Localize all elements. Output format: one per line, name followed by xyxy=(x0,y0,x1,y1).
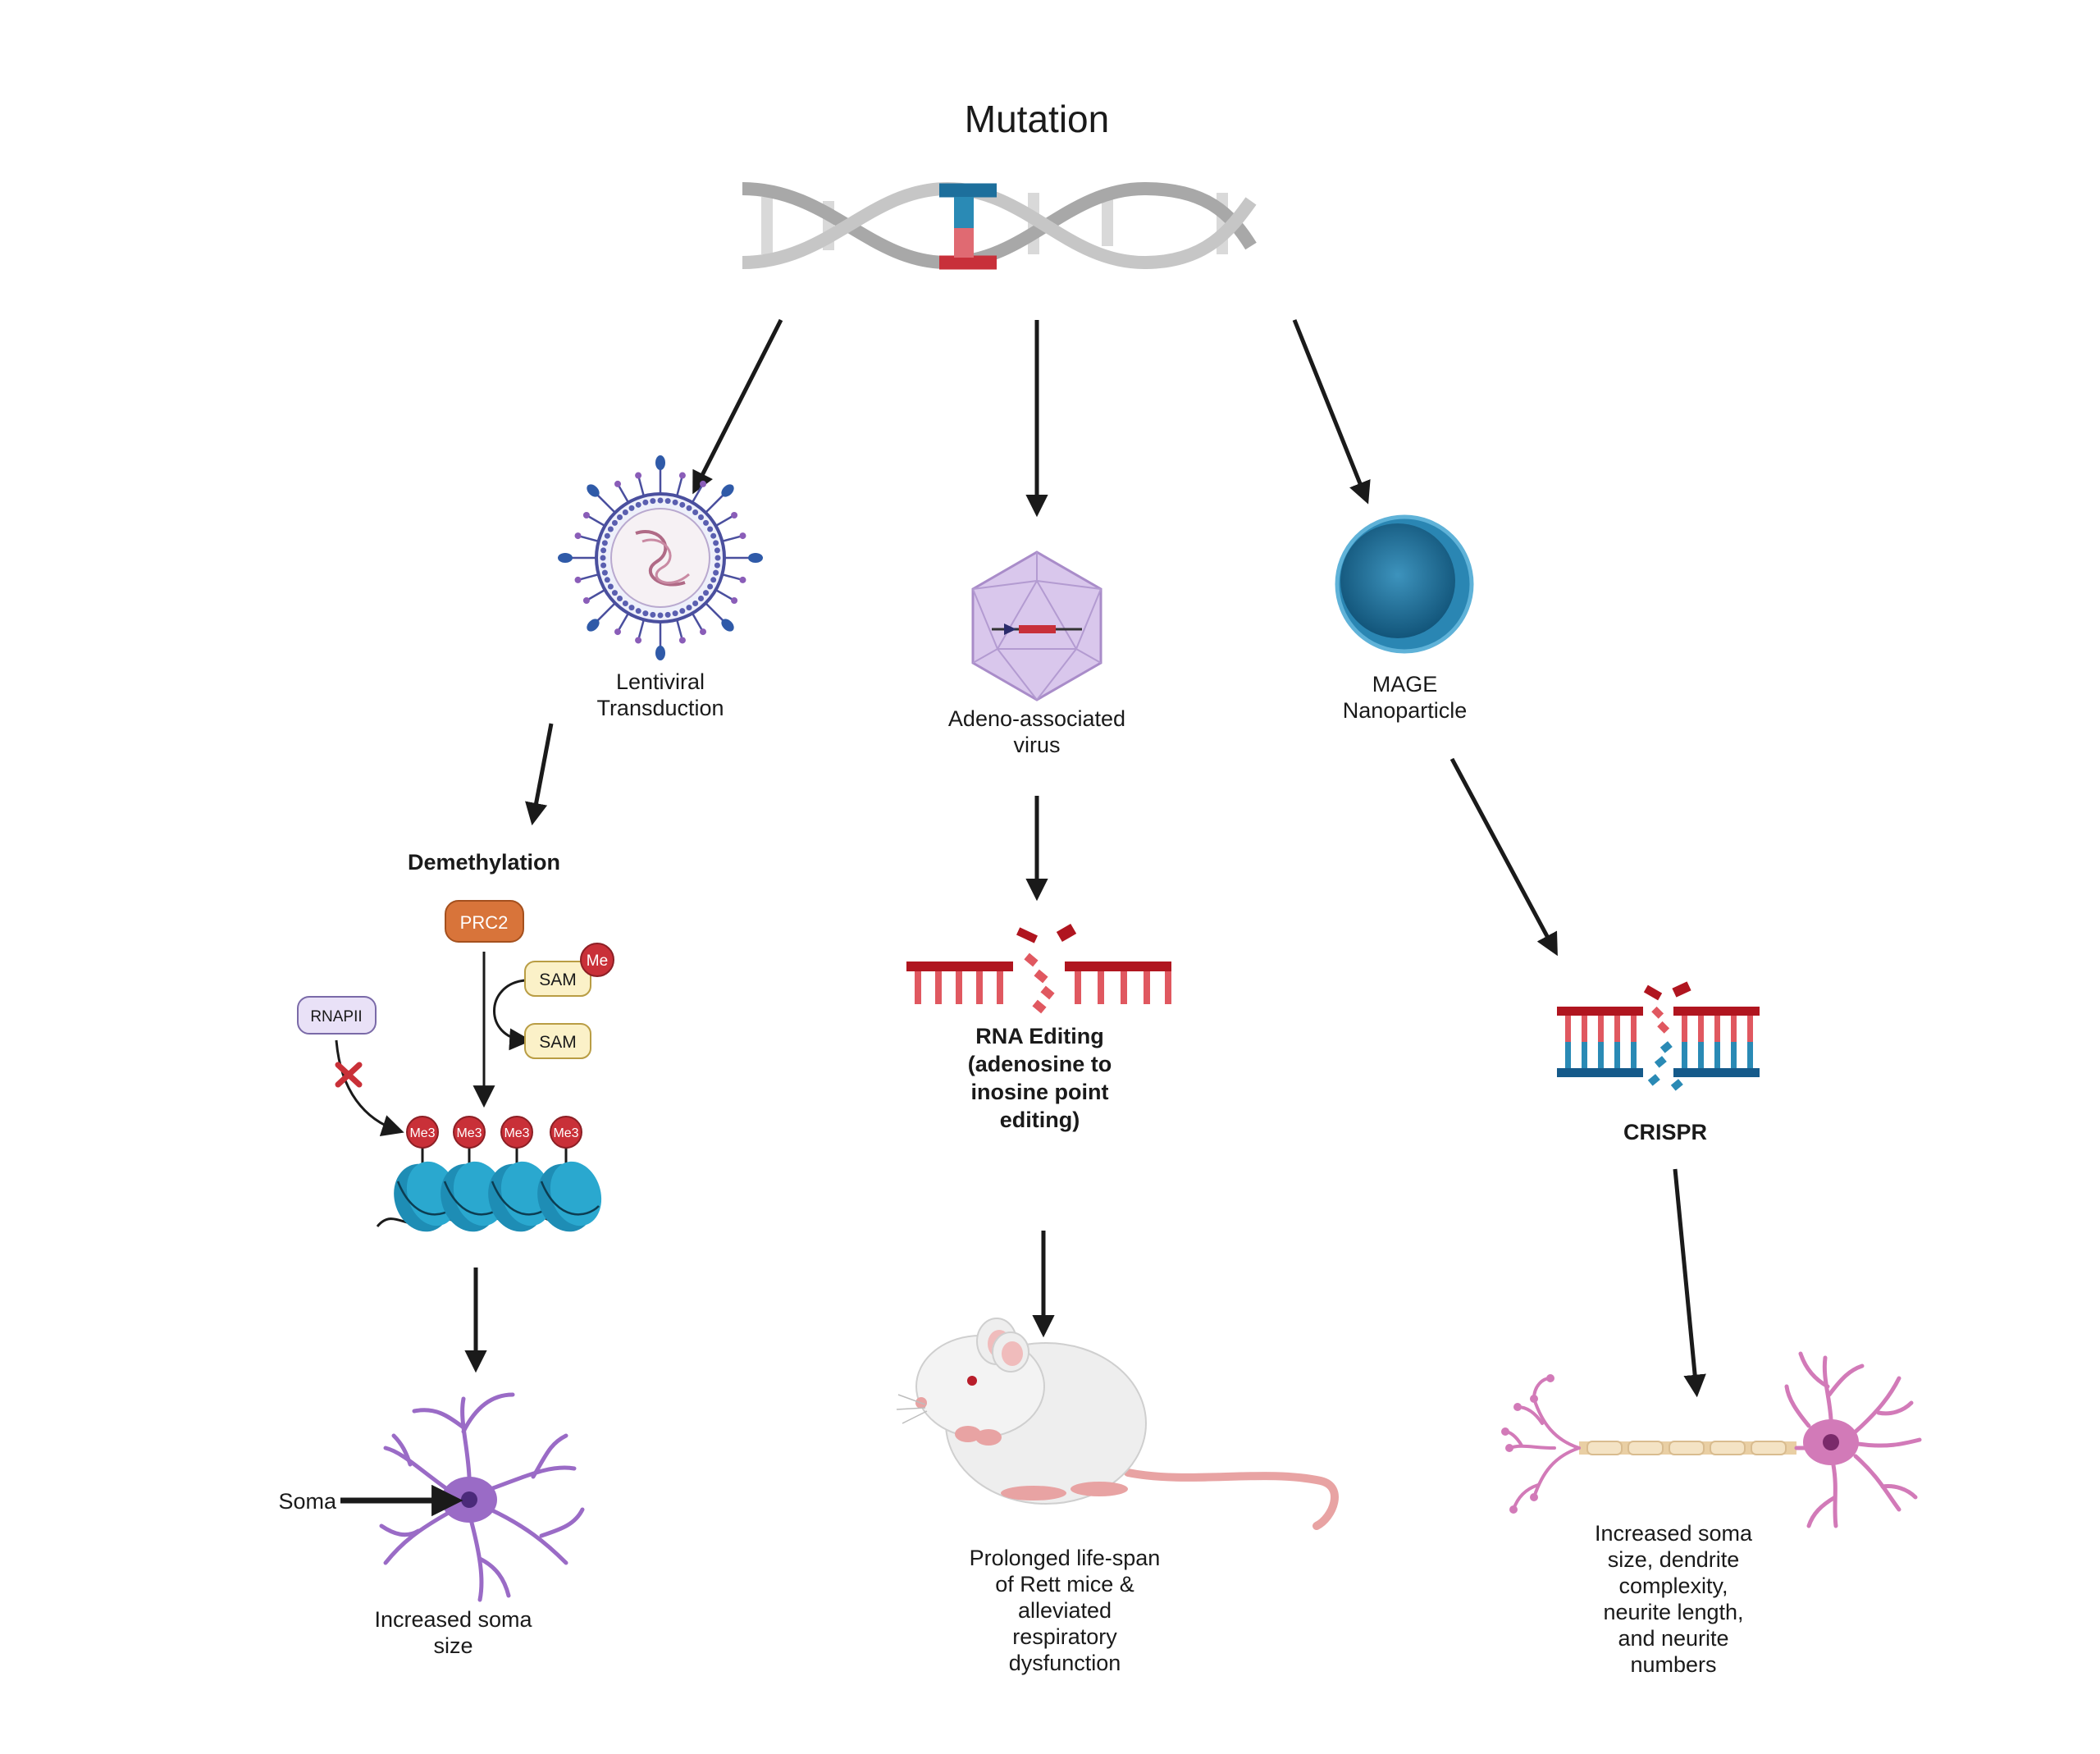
aav-capsid-icon xyxy=(971,550,1102,701)
mouse-icon xyxy=(896,1318,1339,1530)
crispr-icon xyxy=(1557,981,1760,1091)
sam-box xyxy=(524,1023,591,1059)
left-outcome-label: Increased soma size xyxy=(374,1607,532,1658)
nanoparticle-icon xyxy=(1335,514,1474,654)
prc2-box xyxy=(445,900,524,943)
mage-nanoparticle-label: MAGE Nanoparticle xyxy=(1342,672,1468,723)
arrow-crispr-to-neuron xyxy=(1673,1168,1706,1398)
me3-mark-label: Me3 xyxy=(504,1126,529,1140)
prc2-label: PRC2 xyxy=(460,912,509,933)
dna-helix-icon xyxy=(742,181,1257,270)
crispr-label: CRISPR xyxy=(1623,1120,1707,1144)
rnapii-box xyxy=(297,996,377,1035)
lentiviral-transduction-label: Lentiviral Transduction xyxy=(596,669,724,720)
rna-editing-label: RNA Editing (adenosine to inosine point … xyxy=(967,1024,1112,1132)
arrow-dna-to-nanoparticle xyxy=(1292,319,1371,505)
block-cross-icon xyxy=(335,1062,363,1088)
demethylation-diagram: PRC2 SAM Me SAM RNAPII Me3 Me3 Me3 Me3 xyxy=(297,900,614,1232)
arrow-dna-to-lentivirus xyxy=(692,318,783,495)
diagram-title: Mutation xyxy=(964,98,1110,140)
demethylation-label: Demethylation xyxy=(407,850,561,875)
methyl-badge xyxy=(580,943,614,977)
sam-box-methylated xyxy=(524,961,591,997)
arrow-nanoparticle-to-crispr xyxy=(1449,757,1558,957)
rna-editing-icon xyxy=(906,923,1171,1014)
middle-outcome-label: Prolonged life-span of Rett mice & allev… xyxy=(969,1546,1161,1675)
arrow-lentivirus-to-demethylation xyxy=(525,723,554,826)
methyl-label: Me xyxy=(587,952,608,970)
lentivirus-icon xyxy=(558,455,763,660)
me3-mark-label: Me3 xyxy=(553,1126,578,1140)
neuron-icon-right xyxy=(1501,1351,1922,1528)
aav-label: Adeno-associated virus xyxy=(947,706,1126,757)
sam-label-2: SAM xyxy=(539,1033,577,1052)
me3-mark-label: Me3 xyxy=(456,1126,482,1140)
sam-label: SAM xyxy=(539,971,577,989)
right-outcome-label: Increased soma size, dendrite complexity… xyxy=(1594,1521,1753,1677)
soma-label: Soma xyxy=(278,1489,336,1514)
nucleosome-array: Me3 Me3 Me3 Me3 xyxy=(376,1116,602,1232)
rnapii-label: RNAPII xyxy=(310,1008,362,1025)
me3-mark-label: Me3 xyxy=(409,1126,435,1140)
neuron-icon-left xyxy=(379,1392,585,1602)
